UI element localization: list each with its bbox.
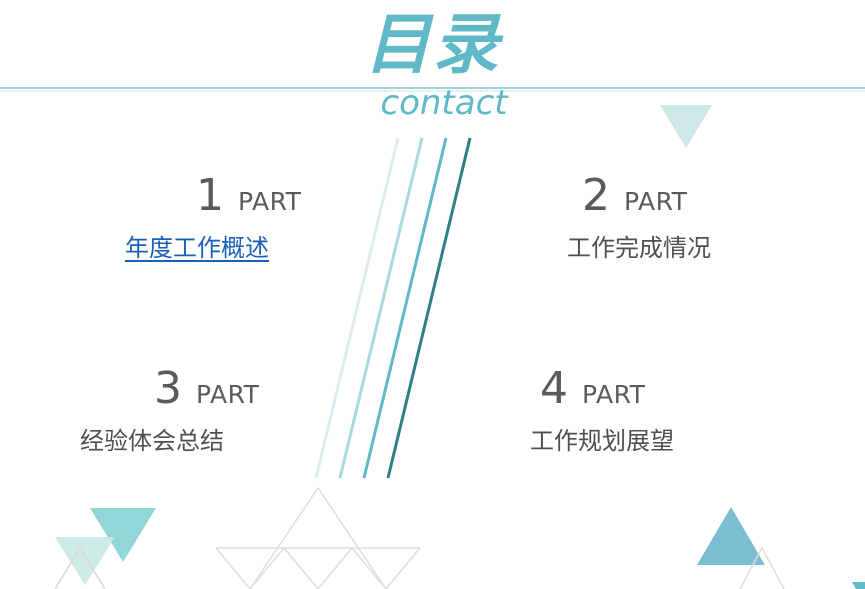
divider-line-2 (338, 137, 424, 479)
triangle-top-right (660, 105, 712, 148)
part-3-heading: 3 PART (154, 367, 259, 411)
part-4-number: 4 (540, 363, 568, 414)
part-4-suffix: PART (582, 380, 646, 409)
page-title: 目录 (364, 6, 501, 83)
part-2-label: 工作完成情况 (567, 234, 711, 262)
divider-line-3 (362, 137, 448, 479)
divider-line-4 (386, 137, 472, 479)
triangle-bottom-left-2 (55, 537, 115, 585)
triangle-outline-bottom-left (54, 546, 106, 589)
part-1-link[interactable]: 年度工作概述 (125, 234, 269, 262)
part-1-suffix: PART (238, 187, 302, 216)
part-4-heading: 4 PART (540, 367, 645, 411)
divider-line-1 (314, 137, 400, 479)
part-1-heading: 1 PART (196, 174, 301, 218)
part-2-heading: 2 PART (582, 174, 687, 218)
part-3-suffix: PART (196, 380, 260, 409)
triangle-bottom-right (697, 507, 765, 565)
part-2-suffix: PART (624, 187, 688, 216)
triangle-bottom-left-1 (90, 508, 156, 562)
page-subtitle: contact (380, 83, 508, 123)
part-1-number: 1 (196, 170, 224, 221)
corner-triangle (852, 582, 865, 589)
part-3-number: 3 (154, 363, 182, 414)
part-3-label: 经验体会总结 (80, 427, 224, 455)
part-2-number: 2 (582, 170, 610, 221)
triangle-outline-bottom-right (739, 546, 785, 589)
triangle-wireframe (215, 486, 421, 589)
part-4-label: 工作规划展望 (530, 427, 674, 455)
